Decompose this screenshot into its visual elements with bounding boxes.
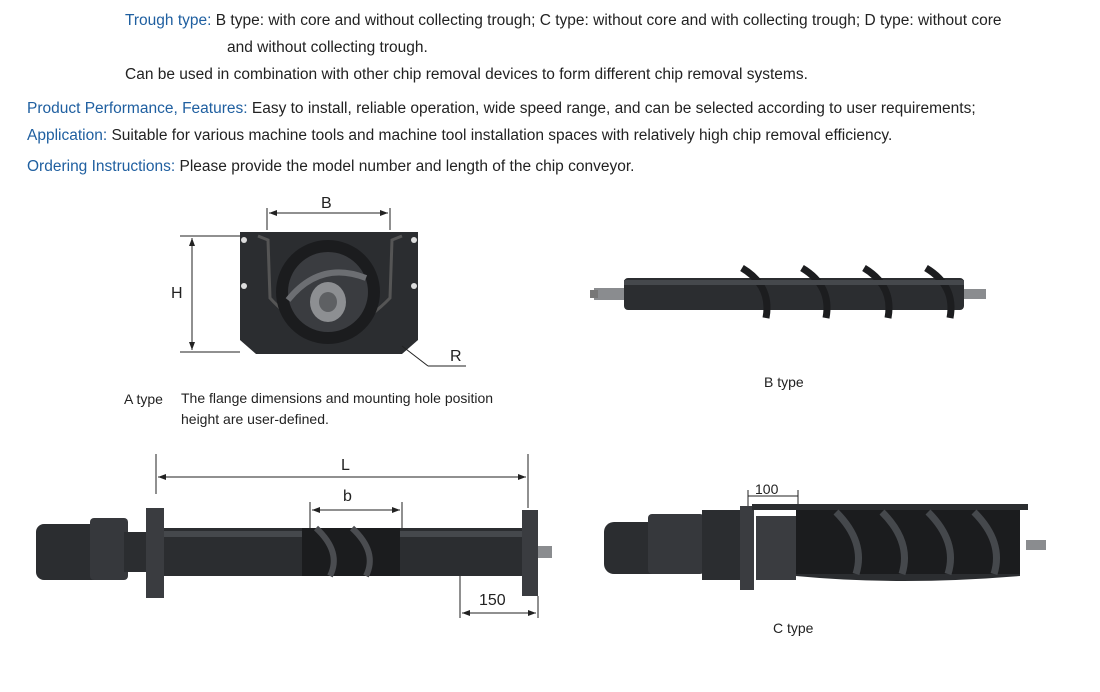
ordering-label: Ordering Instructions: bbox=[27, 158, 176, 175]
ordering-text: Please provide the model number and leng… bbox=[179, 158, 635, 175]
c-type-drawing bbox=[604, 490, 1046, 590]
a-type-dim-b: B bbox=[321, 195, 332, 212]
assembly-drawing bbox=[36, 454, 552, 618]
a-type-dim-h: H bbox=[171, 285, 183, 302]
c-type-dim-100: 100 bbox=[755, 481, 779, 497]
b-type-caption: B type bbox=[764, 374, 804, 390]
combination-note: Can be used in combination with other ch… bbox=[125, 66, 808, 83]
a-type-section-drawing bbox=[180, 208, 466, 367]
assembly-dim-150: 150 bbox=[479, 592, 506, 609]
application-line: Application: Suitable for various machin… bbox=[27, 126, 892, 146]
application-label: Application: bbox=[27, 127, 108, 144]
trough-type-line2: and without collecting trough. bbox=[227, 39, 428, 56]
performance-text: Easy to install, reliable operation, wid… bbox=[251, 100, 976, 117]
a-type-caption-name: A type bbox=[124, 391, 163, 407]
a-type-dim-r: R bbox=[450, 348, 462, 365]
trough-type-label: Trough type: bbox=[125, 12, 212, 29]
b-type-screw-drawing bbox=[590, 264, 986, 319]
performance-line: Product Performance, Features: Easy to i… bbox=[27, 99, 976, 119]
trough-type-text: B type: with core and without collecting… bbox=[215, 12, 1002, 29]
c-type-caption: C type bbox=[773, 620, 814, 636]
ordering-line: Ordering Instructions: Please provide th… bbox=[27, 157, 634, 177]
a-type-caption-line1: The flange dimensions and mounting hole … bbox=[181, 390, 494, 406]
trough-type-line1: Trough type: B type: with core and witho… bbox=[125, 11, 1002, 31]
performance-label: Product Performance, Features: bbox=[27, 100, 248, 117]
a-type-caption-line2: height are user-defined. bbox=[181, 411, 329, 427]
assembly-dim-l: L bbox=[341, 457, 350, 474]
application-text: Suitable for various machine tools and m… bbox=[111, 127, 893, 144]
assembly-dim-b: b bbox=[343, 488, 352, 505]
